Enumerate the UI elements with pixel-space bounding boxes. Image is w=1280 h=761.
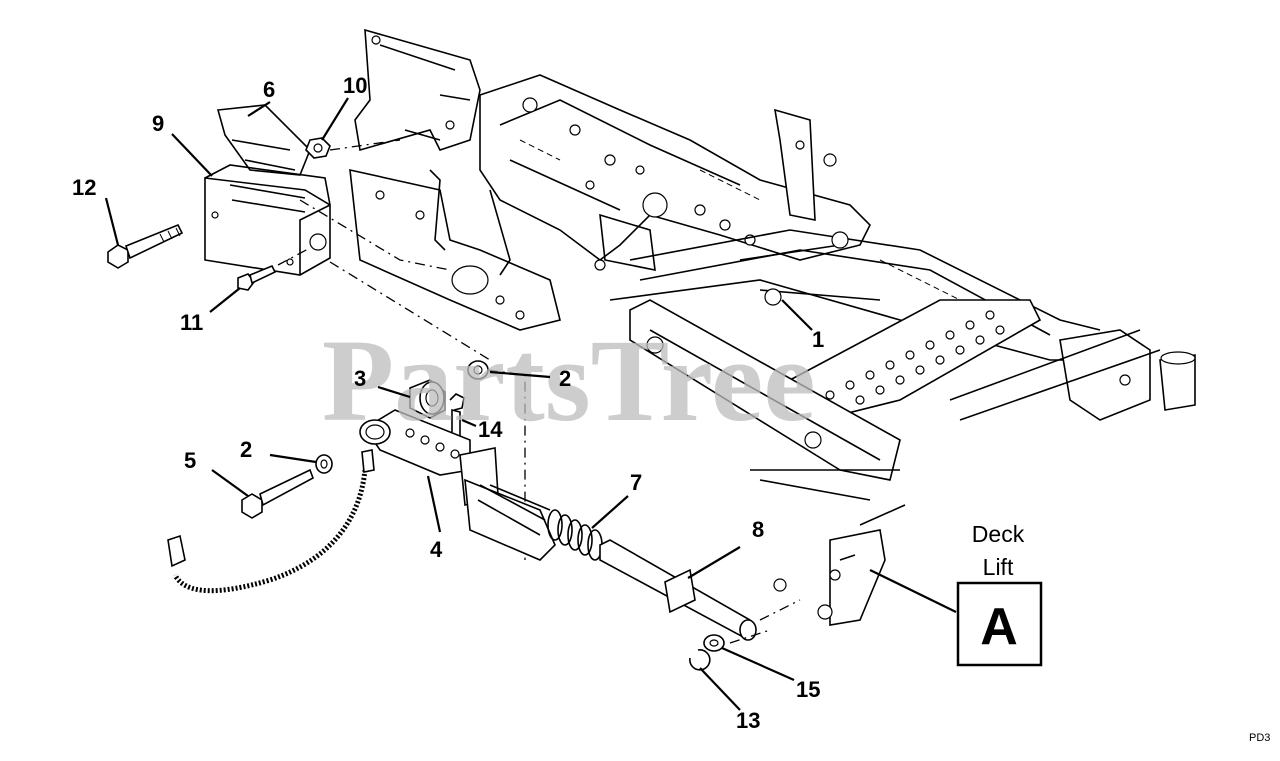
part-8-rod bbox=[599, 539, 757, 641]
reference-deck-lift: Deck Lift A bbox=[956, 521, 1043, 667]
callout-numbers: 6 9 10 12 11 1 2 3 14 2 5 4 7 8 15 13 bbox=[72, 73, 824, 733]
part-2-washer-lower bbox=[315, 454, 333, 474]
callout-4: 4 bbox=[430, 537, 443, 562]
callout-3: 3 bbox=[354, 366, 366, 391]
step-plate-holes bbox=[825, 310, 1005, 405]
callout-2-lower: 2 bbox=[240, 437, 252, 462]
callout-1: 1 bbox=[812, 327, 824, 352]
callout-6: 6 bbox=[263, 77, 275, 102]
callout-5: 5 bbox=[184, 448, 196, 473]
callout-15: 15 bbox=[796, 677, 820, 702]
part-3-bushing bbox=[409, 379, 446, 419]
part-12-bolt bbox=[107, 223, 184, 269]
drawing-code: PD3 bbox=[1249, 732, 1270, 744]
part-5-bolt bbox=[241, 468, 314, 519]
callout-9: 9 bbox=[152, 111, 164, 136]
reference-label-line1: Deck bbox=[972, 521, 1025, 547]
callout-12: 12 bbox=[72, 175, 96, 200]
reference-box bbox=[956, 581, 1043, 667]
callout-7: 7 bbox=[630, 470, 642, 495]
part-10-nut bbox=[305, 137, 331, 159]
callout-11: 11 bbox=[180, 310, 203, 335]
height-bracket-assembly bbox=[107, 104, 491, 361]
callout-14: 14 bbox=[478, 417, 503, 442]
callout-13: 13 bbox=[736, 708, 760, 733]
part-9-block bbox=[204, 177, 331, 276]
part-15-washer bbox=[703, 634, 725, 652]
watermark: PartsTree bbox=[322, 315, 816, 446]
part-13-clip bbox=[689, 649, 711, 671]
part-11-screw bbox=[237, 264, 277, 291]
reference-letter: A bbox=[980, 598, 1018, 656]
callout-8: 8 bbox=[752, 517, 764, 542]
reference-label-line2: Lift bbox=[983, 554, 1014, 580]
callout-10: 10 bbox=[343, 73, 367, 98]
lift-handle-assembly bbox=[167, 360, 801, 671]
callout-2-upper: 2 bbox=[559, 366, 571, 391]
part-4-handle bbox=[359, 409, 556, 561]
handle-grip-cable bbox=[167, 449, 375, 594]
leader-lines bbox=[104, 97, 957, 711]
frame-assembly bbox=[349, 28, 1196, 626]
